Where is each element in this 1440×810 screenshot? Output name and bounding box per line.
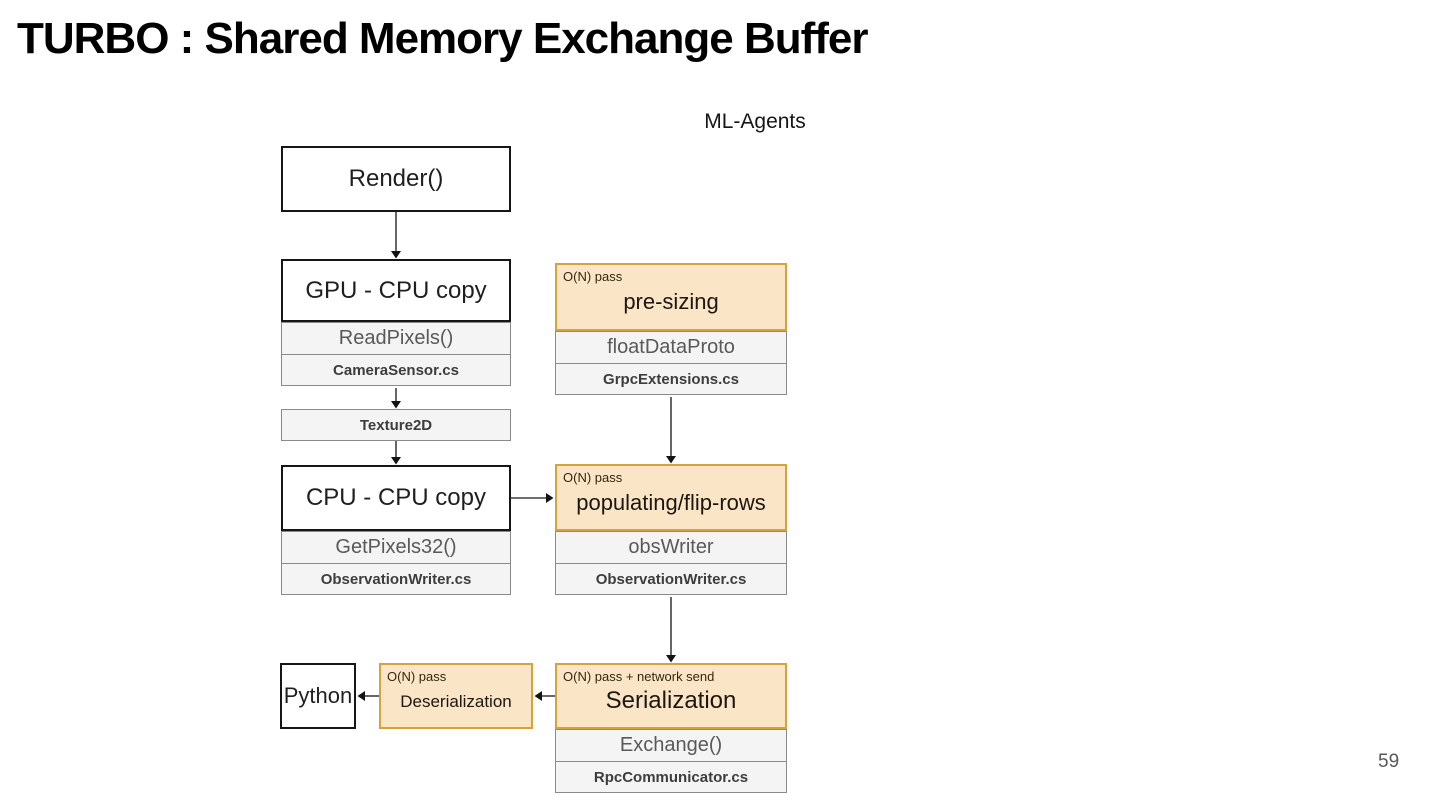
arrow-texture2d-to-cpu-copy — [391, 441, 401, 465]
presizing-group: O(N) pass pre-sizing floatDataProto Grpc… — [555, 263, 787, 395]
arrow-cpu-copy-to-populating — [511, 493, 554, 503]
serialization-box: O(N) pass + network send Serialization — [555, 663, 787, 729]
gpu-copy-box: GPU - CPU copy — [281, 259, 511, 322]
texture2d-label: Texture2D — [359, 416, 433, 434]
presizing-box-label: pre-sizing — [623, 289, 719, 314]
render-box: Render() — [281, 146, 511, 212]
populating-file-row: ObservationWriter.cs — [555, 563, 787, 595]
populating-method-row: obsWriter — [555, 531, 787, 564]
texture2d-box: Texture2D — [281, 409, 511, 441]
page-number: 59 — [1378, 751, 1400, 772]
arrow-presizing-to-populating — [666, 397, 676, 464]
serialization-cost-badge: O(N) pass + network send — [563, 669, 715, 684]
presizing-file-label: GrpcExtensions.cs — [603, 370, 739, 388]
arrow-serialization-to-deserialization — [534, 691, 555, 701]
gpu-copy-method-row: ReadPixels() — [281, 322, 511, 355]
gpu-copy-file-row: CameraSensor.cs — [281, 354, 511, 386]
populating-box: O(N) pass populating/flip-rows — [555, 464, 787, 531]
serialization-method-label: Exchange() — [619, 734, 723, 756]
populating-cost-badge: O(N) pass — [563, 470, 623, 485]
populating-file-label: ObservationWriter.cs — [595, 570, 747, 588]
slide-title: TURBO : Shared Memory Exchange Buffer — [17, 14, 868, 63]
presizing-method-row: floatDataProto — [555, 331, 787, 364]
arrow-render-to-gpu-copy — [391, 212, 401, 259]
serialization-file-label: RpcCommunicator.cs — [593, 768, 749, 786]
cpu-copy-file-label: ObservationWriter.cs — [320, 570, 472, 588]
populating-method-label: obsWriter — [628, 536, 714, 558]
presizing-method-label: floatDataProto — [607, 336, 735, 358]
cpu-copy-method-row: GetPixels32() — [281, 531, 511, 564]
presizing-cost-badge: O(N) pass — [563, 269, 623, 284]
cpu-copy-file-row: ObservationWriter.cs — [281, 563, 511, 595]
deserialization-box: O(N) pass Deserialization — [379, 663, 533, 729]
gpu-copy-file-label: CameraSensor.cs — [333, 361, 459, 379]
gpu-copy-box-label: GPU - CPU copy — [305, 276, 487, 304]
presizing-file-row: GrpcExtensions.cs — [555, 363, 787, 395]
python-box: Python — [280, 663, 356, 729]
mlagents-column-label: ML-Agents — [704, 110, 806, 133]
populating-group: O(N) pass populating/flip-rows obsWriter… — [555, 464, 787, 595]
serialization-box-label: Serialization — [605, 687, 737, 714]
cpu-copy-box: CPU - CPU copy — [281, 465, 511, 531]
presizing-box: O(N) pass pre-sizing — [555, 263, 787, 331]
python-box-label: Python — [283, 683, 353, 708]
arrow-deserialization-to-python — [357, 691, 379, 701]
serialization-file-row: RpcCommunicator.cs — [555, 761, 787, 793]
render-box-label: Render() — [348, 165, 444, 192]
cpu-copy-group: CPU - CPU copy GetPixels32() Observation… — [281, 465, 511, 595]
arrow-populating-to-serialization — [666, 597, 676, 663]
cpu-copy-box-label: CPU - CPU copy — [305, 484, 487, 511]
cpu-copy-method-label: GetPixels32() — [335, 536, 457, 558]
serialization-group: O(N) pass + network send Serialization E… — [555, 663, 787, 793]
gpu-copy-group: GPU - CPU copy ReadPixels() CameraSensor… — [281, 259, 511, 386]
gpu-copy-method-label: ReadPixels() — [338, 327, 454, 349]
arrow-camerasensor-to-texture2d — [391, 388, 401, 409]
deserialization-box-label: Deserialization — [400, 692, 512, 711]
deserialization-cost-badge: O(N) pass — [387, 669, 447, 684]
populating-box-label: populating/flip-rows — [576, 489, 766, 515]
serialization-method-row: Exchange() — [555, 729, 787, 762]
